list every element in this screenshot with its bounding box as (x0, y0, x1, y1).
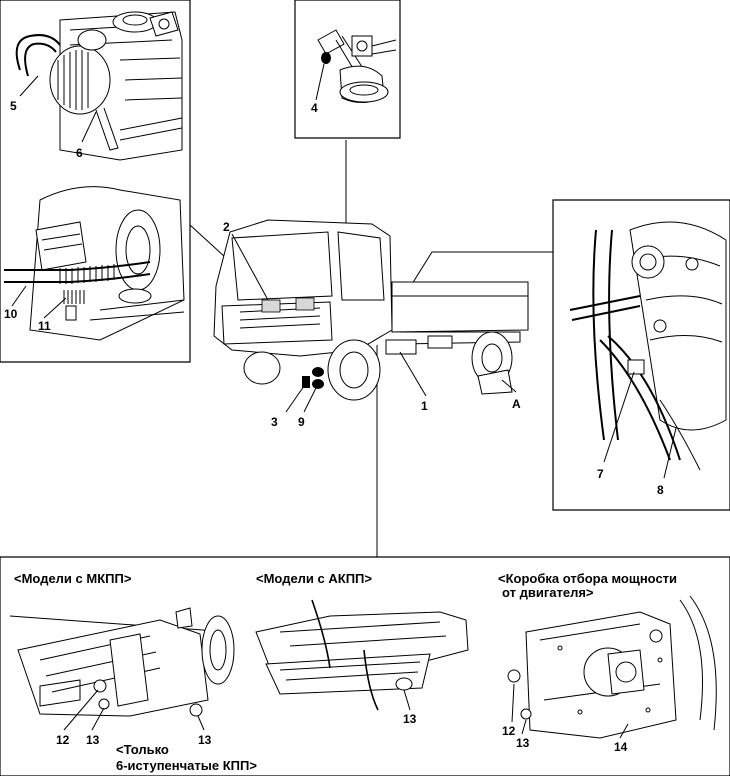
panel-engine-top-left: 5 6 10 11 (0, 0, 191, 363)
panel-transmission-bottom: <Модели с МКПП> <Модели с АКПП> <Коробка… (0, 556, 730, 776)
panel-sensor-top-center: 4 (294, 0, 401, 139)
caption-pto-line1: <Коробка отбора мощности (498, 571, 677, 586)
automatic-transmission-illustration: 13 (255, 599, 469, 726)
callout-14: 14 (614, 740, 628, 754)
manual-transmission-illustration: 12 13 13 <Только 6-иступенчатые КПП> (9, 607, 257, 773)
callout-12-pto: 12 (502, 724, 516, 738)
callout-1: 1 (421, 399, 428, 413)
truck-illustration: 2 3 9 1 A (213, 219, 529, 429)
callout-12-mt: 12 (56, 733, 70, 747)
callout-A: A (512, 397, 521, 411)
callout-11: 11 (38, 319, 51, 333)
callout-7: 7 (597, 467, 604, 481)
callout-13-at: 13 (403, 712, 417, 726)
callout-13-mt-b: 13 (198, 733, 212, 747)
callout-5: 5 (10, 99, 17, 113)
callout-4: 4 (311, 101, 318, 115)
callout-2: 2 (223, 220, 230, 234)
callout-9: 9 (298, 415, 305, 429)
callout-6: 6 (76, 146, 83, 160)
callout-3: 3 (271, 415, 278, 429)
callout-10: 10 (4, 307, 18, 321)
caption-at-models: <Модели с АКПП> (256, 571, 372, 586)
panel-cable-right: 7 8 (552, 199, 730, 511)
caption-six-speed-line2: 6-иступенчатые КПП> (116, 758, 257, 773)
pto-illustration: 12 13 14 (502, 595, 717, 754)
callout-8: 8 (657, 483, 664, 497)
caption-pto-line2: от двигателя> (502, 585, 594, 600)
caption-six-speed-line1: <Только (116, 742, 169, 757)
caption-mt-models: <Модели с МКПП> (14, 571, 132, 586)
callout-13-pto: 13 (516, 736, 530, 750)
callout-13-mt-a: 13 (86, 733, 100, 747)
